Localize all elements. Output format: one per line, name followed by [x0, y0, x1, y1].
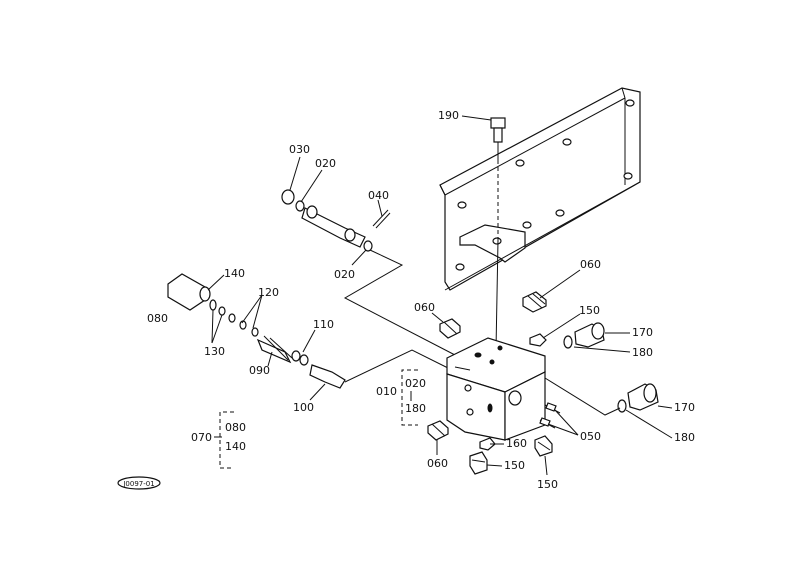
leader-020a [300, 169, 323, 203]
leader-140 [207, 274, 225, 291]
callout-190: 190 [438, 109, 459, 122]
leader-040 [377, 199, 383, 217]
callout-020a: 020 [315, 157, 336, 170]
fitting-170-lower [617, 383, 659, 413]
bracket-010 [401, 369, 418, 426]
callout-180c: 180 [405, 402, 426, 415]
leader-050a [554, 409, 579, 436]
leader-150a [542, 313, 581, 339]
callout-030: 030 [289, 143, 310, 156]
callout-120: 120 [258, 286, 279, 299]
callout-070: 070 [191, 431, 212, 444]
callout-090: 090 [249, 364, 270, 377]
leader-050b [547, 423, 579, 436]
leader-100 [309, 383, 326, 401]
callout-050: 050 [580, 430, 601, 443]
valve-block [446, 337, 546, 441]
callout-100: 100 [293, 401, 314, 414]
plug-160 [479, 437, 496, 451]
callout-150b: 150 [504, 459, 525, 472]
leader-060a [539, 269, 581, 299]
callout-020b: 020 [334, 268, 355, 281]
callout-180b: 180 [674, 431, 695, 444]
route-upper [343, 249, 456, 356]
callout-170b: 170 [674, 401, 695, 414]
route-lower [344, 349, 449, 383]
plug-150-lower-right [534, 435, 553, 457]
leader-120b [252, 294, 263, 329]
callout-020c: 020 [405, 377, 426, 390]
leader-180b [625, 409, 673, 439]
bolt-190 [490, 117, 506, 351]
drawing-code-oval [117, 476, 161, 490]
callout-160: 160 [506, 437, 527, 450]
callout-060c: 060 [427, 457, 448, 470]
callout-140: 140 [224, 267, 245, 280]
spool-lower [167, 273, 346, 389]
pins-050 [539, 402, 561, 429]
plug-150-upper [529, 333, 547, 347]
callout-170a: 170 [632, 326, 653, 339]
plug-060-left [439, 318, 461, 339]
callout-080: 080 [147, 312, 168, 325]
callout-010: 010 [376, 385, 397, 398]
leader-090 [267, 351, 273, 367]
callout-130: 130 [204, 345, 225, 358]
leader-150b [486, 464, 503, 467]
frame-plate [439, 87, 641, 291]
callout-040: 040 [368, 189, 389, 202]
leader-020b [351, 249, 367, 266]
leader-180a [573, 346, 631, 353]
plug-150-lower-left [469, 451, 488, 475]
leader-030 [289, 156, 301, 191]
callout-110: 110 [313, 318, 334, 331]
plug-060-lower [427, 420, 449, 441]
leader-170b [657, 405, 673, 409]
leader-060b [431, 312, 444, 323]
callout-150c: 150 [537, 478, 558, 491]
drawing-code: J0097-01 [122, 480, 154, 488]
plug-060-right [522, 291, 547, 313]
leader-130b [211, 314, 223, 344]
bracket-070 [219, 411, 234, 469]
fitting-170-upper [563, 322, 605, 349]
leader-110 [302, 329, 316, 353]
callout-180a: 180 [632, 346, 653, 359]
callout-060b: 060 [414, 301, 435, 314]
callout-080b: 080 [225, 421, 246, 434]
callout-060a: 060 [580, 258, 601, 271]
route-right [544, 377, 621, 416]
leader-120a [241, 294, 263, 324]
leader-190 [461, 115, 492, 121]
spool-upper [281, 189, 391, 252]
leader-150c [544, 455, 548, 476]
callout-150a: 150 [579, 304, 600, 317]
callout-140b: 140 [225, 440, 246, 453]
leader-130a [211, 309, 214, 344]
